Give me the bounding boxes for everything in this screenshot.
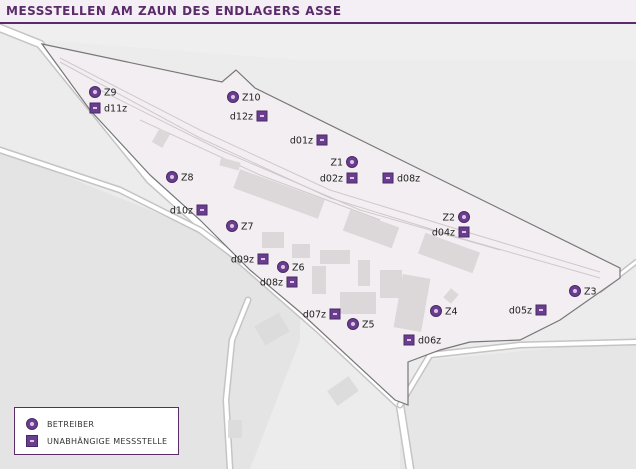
marker-z2[interactable]: Z2 [442,211,470,224]
square-marker-bar [350,177,354,179]
marker-label: d12z [230,112,253,123]
marker-label: Z9 [104,88,117,99]
legend-label-unabhaengig: UNABHÄNGIGE MESSSTELLE [47,436,168,446]
square-marker-bar [320,139,324,141]
marker-d09z[interactable]: d09z [231,253,269,266]
marker-label: Z7 [241,222,254,233]
square-marker-icon [25,434,39,448]
marker-z7[interactable]: Z7 [226,220,254,233]
legend-label-betreiber: BETREIBER [47,419,95,429]
legend-row-unabhaengig: UNABHÄNGIGE MESSSTELLE [25,434,167,448]
marker-d06z[interactable]: d06z [403,334,441,347]
marker-label: d08z [397,174,420,185]
building-outside-2 [327,376,359,406]
marker-label: Z6 [292,263,305,274]
marker-label: d05z [509,306,532,317]
square-marker-bar [261,258,265,260]
square-marker-bar [93,107,97,109]
circle-marker-icon [25,417,39,431]
title-bar: MESSSTELLEN AM ZAUN DES ENDLAGERS ASSE [0,0,636,24]
circle-marker-dot [573,289,577,293]
marker-z4[interactable]: Z4 [430,305,458,318]
marker-d02z[interactable]: d02z [320,172,358,185]
marker-label: d08z [260,278,283,289]
marker-label: Z3 [584,287,597,298]
field-area-southeast [400,340,636,469]
marker-d05z[interactable]: d05z [509,304,547,317]
marker-z10[interactable]: Z10 [227,91,261,104]
marker-z9[interactable]: Z9 [89,86,117,99]
square-marker-bar [407,339,411,341]
marker-d07z[interactable]: d07z [303,308,341,321]
marker-z8[interactable]: Z8 [166,171,194,184]
square-marker-bar [539,309,543,311]
marker-d11z[interactable]: d11z [89,102,127,115]
forest-area-north [0,24,636,60]
marker-label: Z10 [242,93,261,104]
marker-label: Z2 [442,213,455,224]
marker-d04z[interactable]: d04z [432,226,470,239]
circle-marker-dot [462,215,466,219]
circle-marker-dot [351,322,355,326]
map-title: MESSSTELLEN AM ZAUN DES ENDLAGERS ASSE [6,4,342,18]
marker-z6[interactable]: Z6 [277,261,305,274]
circle-marker-dot [230,224,234,228]
marker-label: d06z [418,336,441,347]
marker-d01z[interactable]: d01z [290,134,328,147]
marker-label: Z8 [181,173,194,184]
circle-marker-dot [170,175,174,179]
marker-label: Z5 [362,320,375,331]
square-marker-bar [462,231,466,233]
rail-tracks [59,57,601,279]
site-fence-area [40,43,621,406]
marker-d08z[interactable]: d08z [260,276,298,289]
circle-marker-dot [281,265,285,269]
marker-label: d01z [290,136,313,147]
road-west [0,148,242,262]
building-outside-1 [254,312,290,346]
forest-area-west [0,24,300,469]
road-east [398,340,636,407]
marker-z3[interactable]: Z3 [569,285,597,298]
circle-marker-dot [434,309,438,313]
circle-marker-dot [231,95,235,99]
marker-label: Z1 [330,158,343,169]
marker-label: d09z [231,255,254,266]
marker-d08z-top[interactable]: d08z [382,172,420,185]
legend-row-betreiber: BETREIBER [25,417,94,431]
marker-label: d10z [170,206,193,217]
marker-label: d04z [432,228,455,239]
square-marker-bar [386,177,390,179]
marker-label: d11z [104,104,127,115]
building-outside-3 [228,420,242,438]
marker-label: d07z [303,310,326,321]
marker-label: d02z [320,174,343,185]
square-marker-bar [260,115,264,117]
legend: BETREIBER UNABHÄNGIGE MESSSTELLE [14,407,179,455]
square-marker-bar [290,281,294,283]
marker-z5[interactable]: Z5 [347,318,375,331]
marker-label: Z4 [445,307,458,318]
square-marker-bar [333,313,337,315]
marker-z1[interactable]: Z1 [330,156,358,169]
square-marker-bar [200,209,204,211]
circle-marker-dot [350,160,354,164]
circle-marker-dot [93,90,97,94]
marker-d10z[interactable]: d10z [170,204,208,217]
marker-d12z[interactable]: d12z [230,110,268,123]
site-buildings [151,128,481,333]
